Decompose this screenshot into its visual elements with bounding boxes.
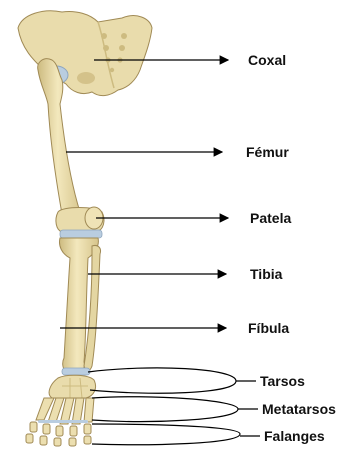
knee-joint [60, 230, 102, 238]
phalange-bones [26, 420, 91, 446]
label-falanges: Falanges [264, 428, 325, 444]
label-tarsos: Tarsos [260, 373, 305, 389]
label-patela: Patela [250, 210, 291, 226]
pointer-metatarsos [92, 397, 238, 422]
tarsal-bones [49, 375, 95, 398]
label-fibula: Fíbula [248, 320, 289, 336]
ankle-joint [62, 368, 90, 375]
pointer-tarsos [88, 368, 236, 393]
label-tibia: Tibia [250, 266, 282, 282]
label-coxal: Coxal [248, 52, 286, 68]
coxal-bone [18, 11, 152, 96]
label-metatarsos: Metatarsos [262, 401, 336, 417]
pointer-falanges [92, 424, 240, 445]
label-femur: Fémur [246, 144, 289, 160]
